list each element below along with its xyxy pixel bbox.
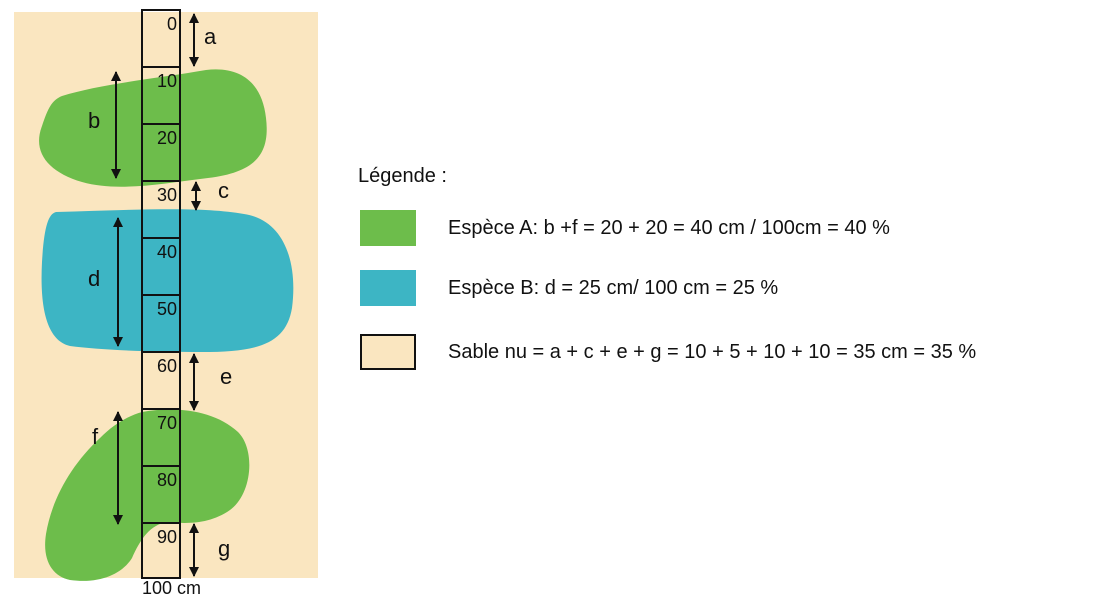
legend-item-species-a: Espèce A: b +f = 20 + 20 = 40 cm / 100cm… [358, 210, 1096, 250]
segment-label-c: c [218, 178, 229, 203]
segment-label-g: g [218, 536, 230, 561]
tick-label: 20 [157, 128, 177, 148]
tick-label: 50 [157, 299, 177, 319]
tick-label: 40 [157, 242, 177, 262]
segment-label-e: e [220, 364, 232, 389]
species-b-patch-d [41, 209, 294, 352]
legend: Légende : Espèce A: b +f = 20 + 20 = 40 … [358, 164, 1096, 384]
legend-item-bare-sand: Sable nu = a + c + e + g = 10 + 5 + 10 +… [358, 334, 1096, 374]
tick-label: 90 [157, 527, 177, 547]
bare-sand-swatch [360, 334, 416, 370]
segment-label-a: a [204, 24, 217, 49]
tick-label: 10 [157, 71, 177, 91]
species-b-swatch [360, 270, 416, 306]
legend-item-species-b: Espèce B: d = 25 cm/ 100 cm = 25 % [358, 270, 1096, 310]
transect-end-label: 100 cm [142, 578, 201, 596]
segment-label-d: d [88, 266, 100, 291]
segment-label-f: f [92, 424, 99, 449]
legend-title: Légende : [358, 165, 447, 187]
species-a-patch-f [45, 409, 250, 581]
tick-label: 0 [167, 14, 177, 34]
species-a-patch-b [39, 69, 267, 187]
tick-label: 80 [157, 470, 177, 490]
legend-label-species-b: Espèce B: d = 25 cm/ 100 cm = 25 % [448, 277, 779, 299]
tick-label: 30 [157, 185, 177, 205]
legend-label-bare-sand: Sable nu = a + c + e + g = 10 + 5 + 10 +… [448, 341, 977, 363]
legend-label-species-a: Espèce A: b +f = 20 + 20 = 40 cm / 100cm… [448, 217, 890, 239]
tick-label: 70 [157, 413, 177, 433]
segment-label-b: b [88, 108, 100, 133]
tick-label: 60 [157, 356, 177, 376]
species-a-swatch [360, 210, 416, 246]
